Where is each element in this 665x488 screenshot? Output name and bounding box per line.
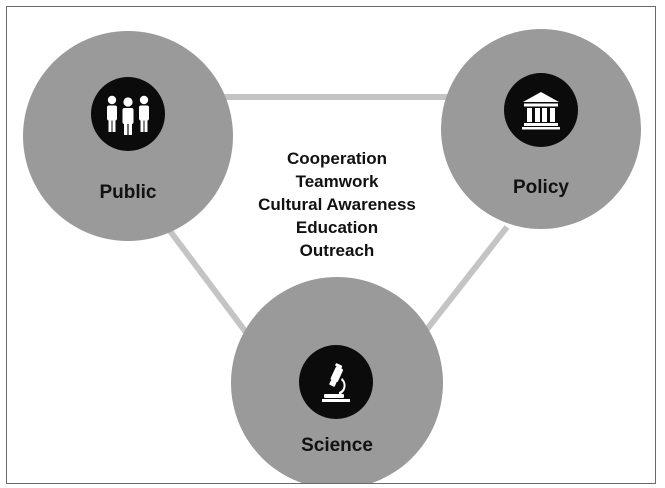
values-list: Cooperation Teamwork Cultural Awareness … (207, 147, 467, 262)
value-term: Cooperation (286, 149, 388, 168)
value-term: Teamwork (295, 172, 379, 191)
value-term: Outreach (299, 241, 375, 260)
science-node: Science (231, 277, 443, 483)
policy-label: Policy (513, 177, 569, 198)
value-term: Education (295, 218, 379, 237)
connector-lines (164, 94, 510, 349)
policy-node: Policy (441, 29, 641, 229)
value-term: Cultural Awareness (258, 195, 416, 214)
microscope-icon (299, 345, 373, 419)
public-node: Public (23, 31, 233, 241)
connector-public-science (164, 225, 260, 349)
public-label: Public (99, 182, 157, 203)
science-label: Science (301, 435, 373, 456)
connector-policy-science (414, 225, 510, 344)
government-building-icon (504, 73, 578, 147)
people-icon (91, 77, 165, 151)
diagram-frame: Public Policy (6, 6, 656, 484)
